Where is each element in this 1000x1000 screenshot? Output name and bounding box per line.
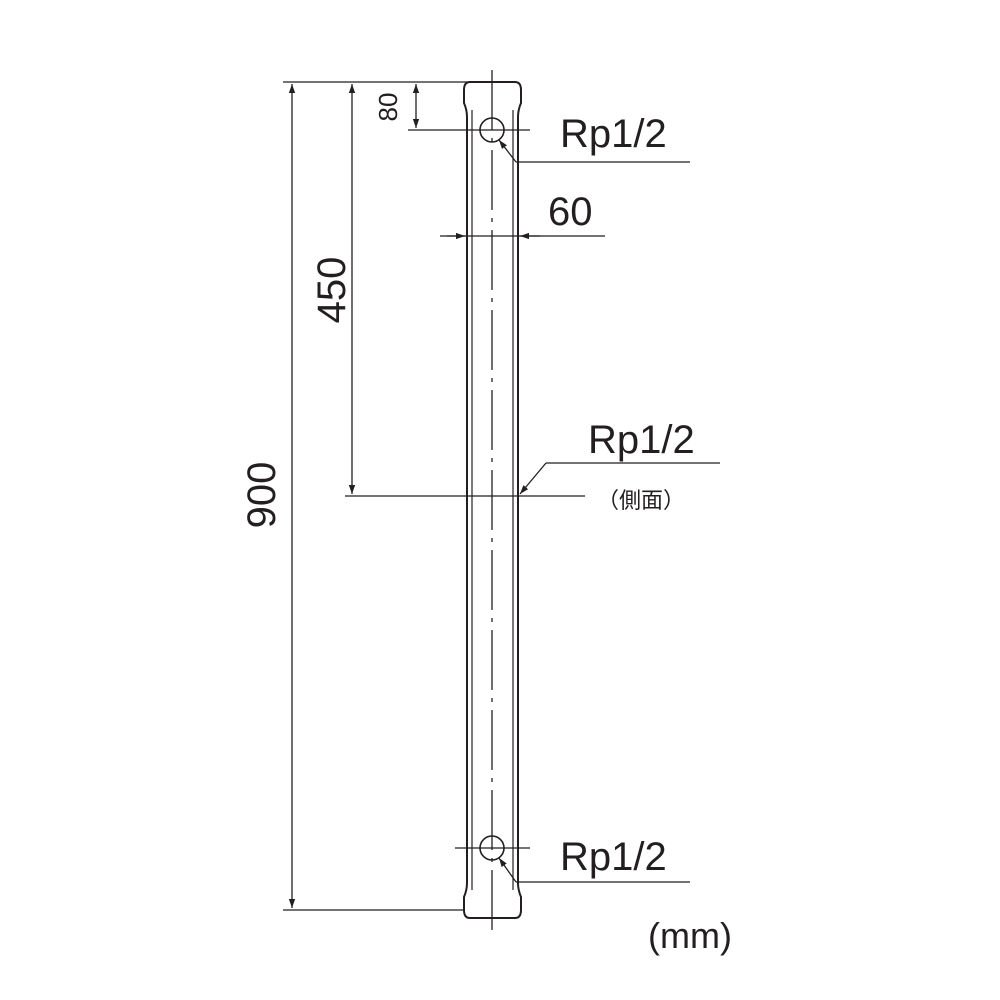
width-dimension-label: 60 xyxy=(548,190,593,234)
side-port-note: （側面） xyxy=(597,488,685,513)
side-port-label: Rp1/2 xyxy=(588,418,695,462)
top-port-label: Rp1/2 xyxy=(560,112,667,156)
unit-label: (mm) xyxy=(648,915,732,956)
dim-450-label: 450 xyxy=(310,257,354,324)
side-port-leader xyxy=(519,462,547,495)
top-port-leader xyxy=(498,139,517,163)
dim-80-label: 80 xyxy=(373,93,403,122)
bottom-port-leader xyxy=(498,857,517,883)
bottom-port-label: Rp1/2 xyxy=(560,835,667,879)
pipe-outline xyxy=(463,81,522,919)
dim-900-label: 900 xyxy=(240,462,284,529)
